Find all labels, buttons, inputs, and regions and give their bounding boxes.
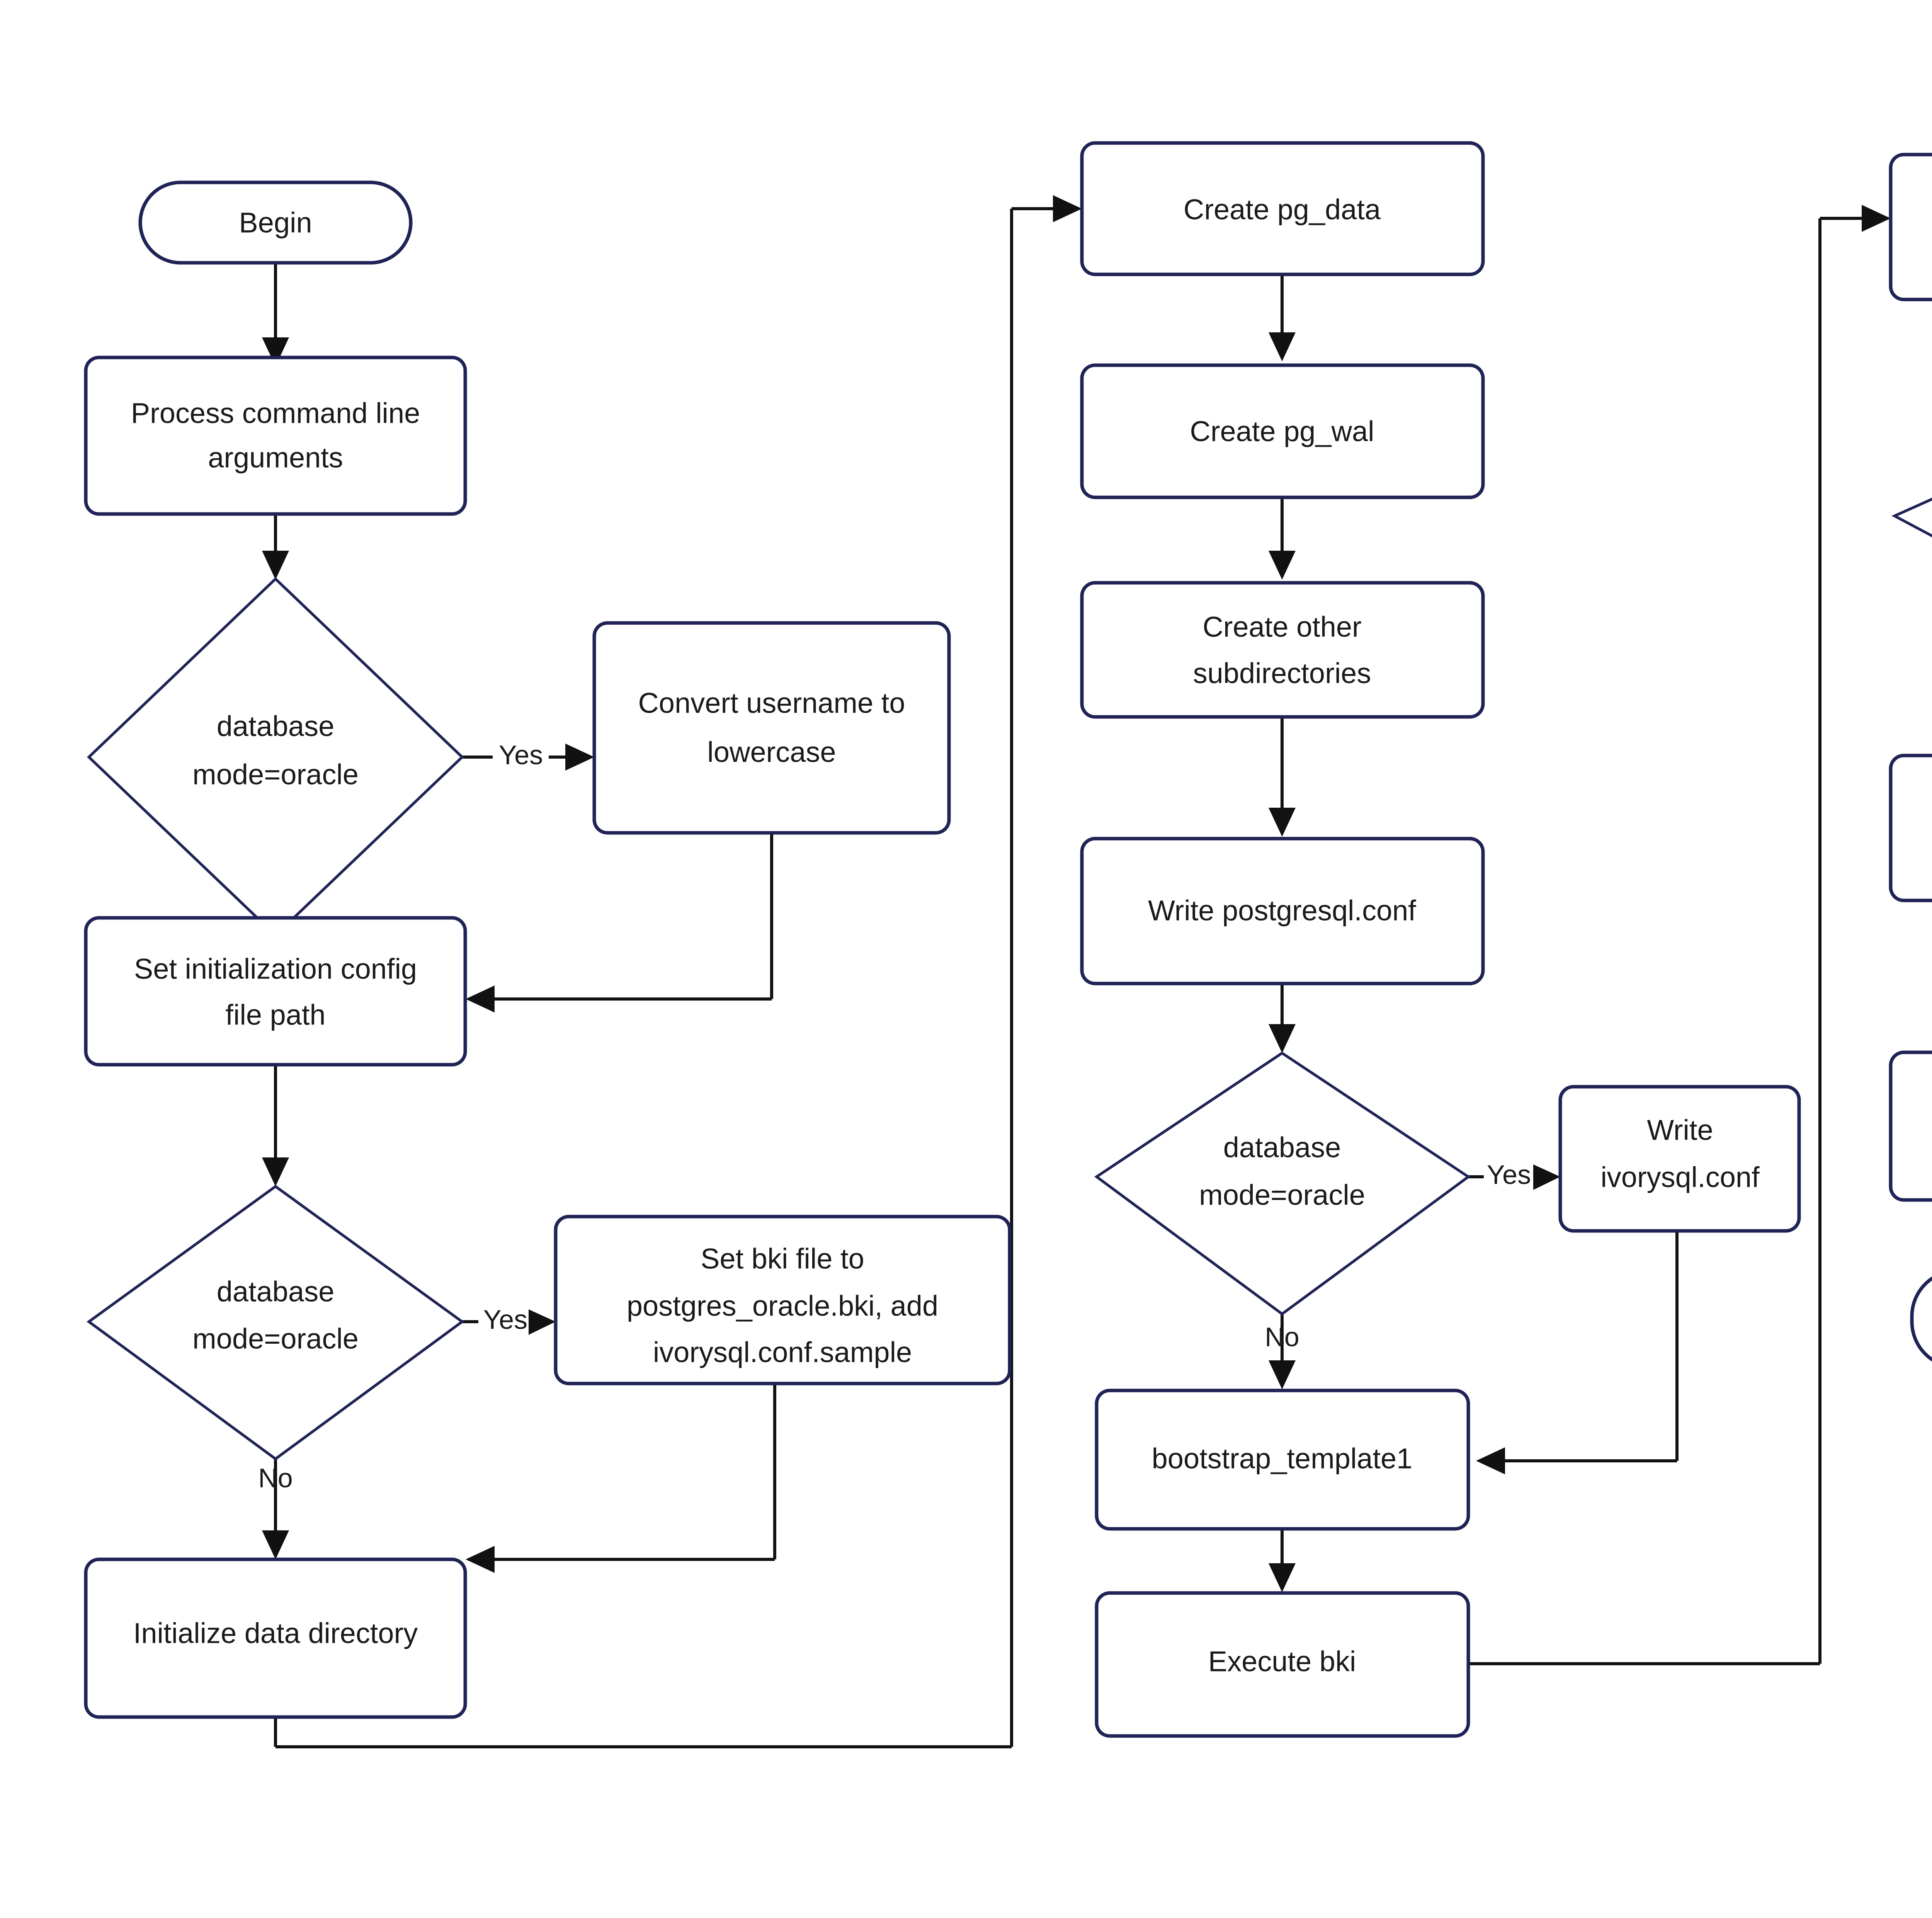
node-convert-username[interactable]: Convert username to lowercase [592,621,951,835]
node-decision-3-shape[interactable] [1094,1051,1471,1316]
node-decision-1-label-1: database [217,710,335,742]
arrowhead-decision3-no [1269,1360,1296,1389]
node-set-bki-shape[interactable] [554,1215,1012,1385]
node-decision-2-shape[interactable] [87,1184,464,1461]
node-init-db-objects[interactable]: Initialize database objects [1889,153,1932,301]
arrowhead-initdir-to-createpgdata [1053,195,1082,222]
node-create-other-subdirs[interactable]: Create other subdirectories [1080,581,1485,719]
node-process-args-shape[interactable] [84,356,467,516]
node-decision-1[interactable]: database mode=oracle [87,577,464,937]
node-create-pg-wal-label: Create pg_wal [1190,415,1374,448]
node-process-args[interactable]: Process command line arguments [84,356,467,516]
arrowhead-decision2-yes [529,1309,556,1335]
node-decision-3[interactable]: database mode=oracle [1094,1051,1471,1316]
arrowhead-setbki-to-initdir [466,1546,495,1573]
node-create-pg-data[interactable]: Create pg_data [1080,141,1485,276]
node-begin[interactable]: Begin [138,180,413,265]
node-load-templates[interactable]: Load template0, postgres, ivorysql datab… [1889,754,1932,902]
arrowhead-convert-to-setconfig [466,985,495,1013]
edge-label-yes-1: Yes [499,740,543,770]
node-decision-1-label-2: mode=oracle [192,759,359,791]
node-bootstrap-template1-shape[interactable] [1095,1389,1470,1531]
node-process-args-label-1: Process command line [131,397,420,429]
node-execute-bki-label: Execute bki [1208,1646,1356,1678]
node-write-postgresql-conf-label: Write postgresql.conf [1148,895,1416,927]
node-bootstrap-template1-label: bootstrap_template1 [1152,1443,1413,1475]
node-create-pg-wal[interactable]: Create pg_wal [1080,363,1485,499]
node-end-shape[interactable] [1910,1271,1932,1367]
node-create-pg-data-shape[interactable] [1080,141,1485,276]
node-decision-2-label-1: database [217,1276,335,1308]
node-convert-username-shape[interactable] [592,621,951,835]
node-convert-username-label-1: Convert username to [638,687,905,719]
node-write-ivorysql-conf-shape[interactable] [1558,1085,1801,1233]
node-decision-3-label-1: database [1223,1132,1341,1164]
node-init-data-dir-label: Initialize data directory [133,1617,418,1649]
node-init-data-dir-shape[interactable] [84,1557,467,1719]
arrowhead-decision2-no [262,1530,289,1559]
arrowhead-ivorysqlconf-to-bootstrap [1476,1447,1505,1474]
node-execute-bki-shape[interactable] [1095,1591,1470,1738]
node-create-pg-data-label: Create pg_data [1184,194,1381,226]
node-process-args-label-2: arguments [208,442,343,474]
arrowhead-decision3-yes [1533,1164,1560,1190]
node-decision-4[interactable]: database mode=oracle [1891,433,1932,614]
node-set-bki-label-1: Set bki file to [701,1243,864,1275]
arrowhead-process-args-to-decision1 [262,551,289,580]
arrowhead-writeconf-to-decision3 [1269,1024,1296,1053]
node-set-init-config-label-2: file path [225,999,325,1031]
node-init-data-dir[interactable]: Initialize data directory [84,1557,467,1719]
node-init-db-objects-shape[interactable] [1889,153,1932,301]
node-write-ivorysql-conf-label-1: Write [1647,1114,1713,1146]
node-write-ivorysql-conf[interactable]: Write ivorysql.conf [1558,1085,1801,1233]
node-set-bki-label-2: postgres_oracle.bki, add [627,1290,938,1322]
node-decision-4-shape[interactable] [1891,433,1932,614]
nodes-layer: Begin Process command line arguments dat… [84,141,1932,1738]
node-set-bki-label-3: ivorysql.conf.sample [653,1336,912,1368]
arrowhead-pgwal-to-subdirs [1269,551,1296,580]
edge-label-no-2: No [258,1463,293,1493]
node-begin-shape[interactable] [138,180,413,265]
node-create-other-subdirs-shape[interactable] [1080,581,1485,719]
node-decision-2-label-2: mode=oracle [192,1323,359,1355]
node-end[interactable]: End [1910,1271,1932,1367]
node-print-completion[interactable]: Print completion message [1889,1050,1932,1202]
node-set-init-config-label-1: Set initialization config [134,953,417,985]
arrowhead-subdirs-to-writeconf [1269,808,1296,837]
node-write-ivorysql-conf-label-2: ivorysql.conf [1600,1161,1760,1193]
node-begin-label: Begin [239,207,312,239]
node-create-other-subdirs-label-1: Create other [1202,611,1361,643]
node-decision-3-label-2: mode=oracle [1199,1179,1365,1211]
arrowhead-executebki-to-initobjects [1862,205,1891,232]
arrowhead-setconfig-to-decision2 [262,1157,289,1186]
node-set-init-config-shape[interactable] [84,916,467,1067]
node-set-bki[interactable]: Set bki file to postgres_oracle.bki, add… [554,1215,1012,1385]
edge-label-yes-2: Yes [483,1304,527,1334]
node-write-postgresql-conf[interactable]: Write postgresql.conf [1080,837,1485,985]
node-convert-username-label-2: lowercase [707,736,836,768]
node-execute-bki[interactable]: Execute bki [1095,1591,1470,1738]
arrowhead-begin-to-process-args [262,337,289,366]
node-create-pg-wal-shape[interactable] [1080,363,1485,499]
arrowhead-bootstrap-to-executebki [1269,1563,1296,1592]
arrowhead-pgdata-to-pgwal [1269,332,1296,361]
node-set-init-config[interactable]: Set initialization config file path [84,916,467,1067]
node-create-other-subdirs-label-2: subdirectories [1193,657,1371,689]
node-print-completion-shape[interactable] [1889,1050,1932,1202]
edge-label-yes-3: Yes [1487,1159,1531,1190]
node-bootstrap-template1[interactable]: bootstrap_template1 [1095,1389,1470,1531]
node-decision-1-shape[interactable] [87,577,464,937]
edge-label-no-3: No [1265,1322,1299,1352]
arrowhead-decision1-yes [565,744,594,771]
node-decision-2[interactable]: database mode=oracle [87,1184,464,1461]
node-load-templates-shape[interactable] [1889,754,1932,902]
node-write-postgresql-conf-shape[interactable] [1080,837,1485,985]
